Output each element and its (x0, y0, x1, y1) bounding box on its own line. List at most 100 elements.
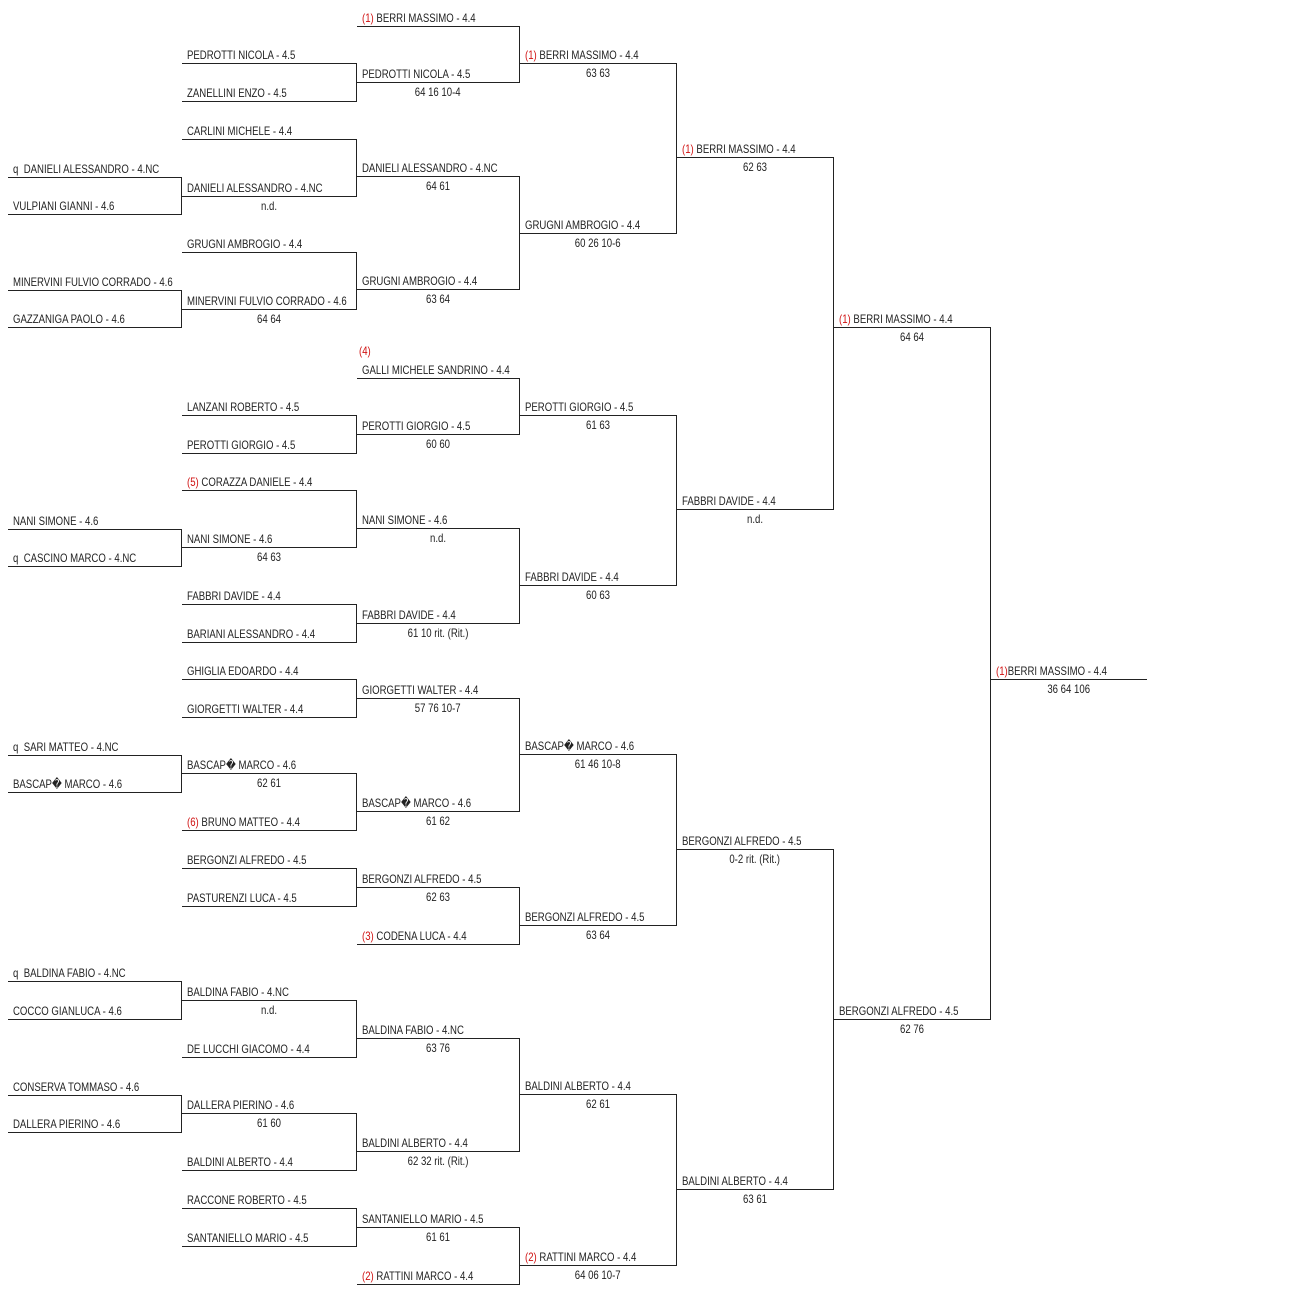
player-entry[interactable]: LANZANI ROBERTO - 4.5 (187, 400, 327, 414)
player-entry[interactable]: BALDINA FABIO - 4.NC (187, 985, 314, 999)
player-entry[interactable]: BASCAP� MARCO - 4.6 (362, 796, 498, 810)
player-entry[interactable]: (1)BERRI MASSIMO - 4.4 (996, 664, 1135, 678)
bracket-line (182, 139, 357, 140)
bracket-line (991, 679, 1147, 680)
bracket-line (520, 754, 677, 755)
player-entry[interactable]: PEDROTTI NICOLA - 4.5 (362, 67, 497, 81)
player-name: FABBRI DAVIDE - 4.4 (682, 494, 776, 508)
player-entry[interactable]: FABBRI DAVIDE - 4.4 (525, 570, 642, 584)
player-entry[interactable]: BASCAP� MARCO - 4.6 (525, 739, 661, 753)
player-entry[interactable]: GRUGNI AMBROGIO - 4.4 (525, 218, 669, 232)
player-entry[interactable]: BERGONZI ALFREDO - 4.5 (525, 910, 674, 924)
player-entry[interactable]: BALDINI ALBERTO - 4.4 (682, 1174, 814, 1188)
bracket-line (182, 830, 357, 831)
player-entry[interactable]: (3) CODENA LUCA - 4.4 (362, 929, 493, 943)
player-entry[interactable]: NANI SIMONE - 4.6 (13, 514, 120, 528)
player-entry[interactable]: SANTANIELLO MARIO - 4.5 (187, 1231, 339, 1245)
match-score: 64 64 (899, 330, 925, 344)
player-entry[interactable]: VULPIANI GIANNI - 4.6 (13, 199, 140, 213)
player-name: BERRI MASSIMO - 4.4 (853, 312, 953, 326)
player-entry[interactable]: (6) BRUNO MATTEO - 4.4 (187, 815, 328, 829)
player-name: BALDINA FABIO - 4.NC (23, 966, 126, 980)
player-name: NANI SIMONE - 4.6 (13, 514, 99, 528)
player-entry[interactable]: DE LUCCHI GIACOMO - 4.4 (187, 1042, 340, 1056)
player-entry[interactable]: BALDINI ALBERTO - 4.4 (187, 1155, 319, 1169)
player-entry[interactable]: GRUGNI AMBROGIO - 4.4 (187, 237, 331, 251)
player-entry[interactable]: (1) BERRI MASSIMO - 4.4 (362, 11, 504, 25)
player-entry[interactable]: BERGONZI ALFREDO - 4.5 (682, 834, 831, 848)
player-name: BERGONZI ALFREDO - 4.5 (839, 1004, 959, 1018)
match-score: 57 76 10-7 (415, 701, 461, 715)
player-entry[interactable]: CARLINI MICHELE - 4.4 (187, 124, 318, 138)
bracket-connector (356, 415, 357, 454)
player-entry[interactable]: FABBRI DAVIDE - 4.4 (362, 608, 479, 622)
player-entry[interactable]: (1) BERRI MASSIMO - 4.4 (682, 142, 824, 156)
player-entry[interactable]: (1) BERRI MASSIMO - 4.4 (839, 312, 981, 326)
player-entry[interactable]: PEROTTI GIORGIO - 4.5 (187, 438, 322, 452)
player-entry[interactable]: DANIELI ALESSANDRO - 4.NC (187, 181, 356, 195)
player-entry[interactable]: RACCONE ROBERTO - 4.5 (187, 1193, 337, 1207)
player-entry[interactable]: PEROTTI GIORGIO - 4.5 (362, 419, 497, 433)
bracket-line (357, 26, 520, 27)
match-score: 61 63 (585, 418, 611, 432)
qualifier-mark: q (13, 162, 19, 176)
player-entry[interactable]: q DANIELI ALESSANDRO - 4.NC (13, 162, 196, 176)
player-entry[interactable]: q CASCINO MARCO - 4.NC (13, 551, 167, 565)
player-entry[interactable]: PEDROTTI NICOLA - 4.5 (187, 48, 322, 62)
player-name: BERRI MASSIMO - 4.4 (1007, 664, 1107, 678)
player-entry[interactable]: NANI SIMONE - 4.6 (187, 532, 294, 546)
player-entry[interactable]: DALLERA PIERINO - 4.6 (13, 1117, 147, 1131)
player-entry[interactable]: (1) BERRI MASSIMO - 4.4 (525, 48, 667, 62)
player-entry[interactable]: SANTANIELLO MARIO - 4.5 (362, 1212, 514, 1226)
player-entry[interactable]: GIORGETTI WALTER - 4.4 (362, 683, 507, 697)
player-entry[interactable]: DANIELI ALESSANDRO - 4.NC (362, 161, 531, 175)
player-entry[interactable]: CONSERVA TOMMASO - 4.6 (13, 1080, 171, 1094)
bracket-line (357, 944, 520, 945)
player-entry[interactable]: BARIANI ALESSANDRO - 4.4 (187, 627, 347, 641)
player-entry[interactable]: GHIGLIA EDOARDO - 4.4 (187, 664, 326, 678)
bracket-line (677, 849, 834, 850)
player-entry[interactable]: BERGONZI ALFREDO - 4.5 (362, 872, 511, 886)
player-entry[interactable]: PASTURENZI LUCA - 4.5 (187, 891, 324, 905)
player-entry[interactable]: BASCAP� MARCO - 4.6 (187, 758, 323, 772)
bracket-line (520, 233, 677, 234)
player-entry[interactable]: GAZZANIGA PAOLO - 4.6 (13, 312, 153, 326)
player-entry[interactable]: q SARI MATTEO - 4.NC (13, 740, 145, 754)
player-entry[interactable]: DALLERA PIERINO - 4.6 (187, 1098, 321, 1112)
match-score: 60 63 (585, 588, 611, 602)
player-entry[interactable]: FABBRI DAVIDE - 4.4 (187, 589, 304, 603)
player-entry[interactable]: PEROTTI GIORGIO - 4.5 (525, 400, 660, 414)
player-entry[interactable]: MINERVINI FULVIO CORRADO - 4.6 (13, 275, 213, 289)
player-entry[interactable]: BASCAP� MARCO - 4.6 (13, 777, 149, 791)
bracket-line (182, 1113, 357, 1114)
player-entry[interactable]: BALDINA FABIO - 4.NC (362, 1023, 489, 1037)
player-entry[interactable]: ZANELLINI ENZO - 4.5 (187, 86, 312, 100)
player-name: MINERVINI FULVIO CORRADO - 4.6 (13, 275, 173, 289)
player-entry[interactable]: GALLI MICHELE SANDRINO - 4.4 (362, 363, 547, 377)
player-name: RATTINI MARCO - 4.4 (376, 1269, 474, 1283)
player-entry[interactable]: (5) CORAZZA DANIELE - 4.4 (187, 475, 344, 489)
player-name: SARI MATTEO - 4.NC (23, 740, 119, 754)
player-entry[interactable]: q BALDINA FABIO - 4.NC (13, 966, 154, 980)
bracket-line (182, 679, 357, 680)
bracket-line (182, 309, 357, 310)
bracket-connector (356, 1208, 357, 1247)
player-name: BASCAP� MARCO - 4.6 (525, 739, 635, 753)
player-name: PEROTTI GIORGIO - 4.5 (525, 400, 634, 414)
player-entry[interactable]: MINERVINI FULVIO CORRADO - 4.6 (187, 294, 387, 308)
player-entry[interactable]: NANI SIMONE - 4.6 (362, 513, 469, 527)
player-entry[interactable]: BALDINI ALBERTO - 4.4 (362, 1136, 494, 1150)
player-entry[interactable]: GRUGNI AMBROGIO - 4.4 (362, 274, 506, 288)
player-entry[interactable]: FABBRI DAVIDE - 4.4 (682, 494, 799, 508)
bracket-line (520, 1265, 677, 1266)
player-entry[interactable]: (2) RATTINI MARCO - 4.4 (525, 1250, 664, 1264)
player-entry[interactable]: COCCO GIANLUCA - 4.6 (13, 1004, 149, 1018)
player-entry[interactable]: GIORGETTI WALTER - 4.4 (187, 702, 332, 716)
player-entry[interactable]: (2) RATTINI MARCO - 4.4 (362, 1269, 501, 1283)
player-name: DALLERA PIERINO - 4.6 (187, 1098, 295, 1112)
bracket-line (520, 63, 677, 64)
player-entry[interactable]: BALDINI ALBERTO - 4.4 (525, 1079, 657, 1093)
player-entry[interactable]: BERGONZI ALFREDO - 4.5 (187, 853, 336, 867)
player-entry[interactable]: BERGONZI ALFREDO - 4.5 (839, 1004, 988, 1018)
bracket-line (520, 1094, 677, 1095)
